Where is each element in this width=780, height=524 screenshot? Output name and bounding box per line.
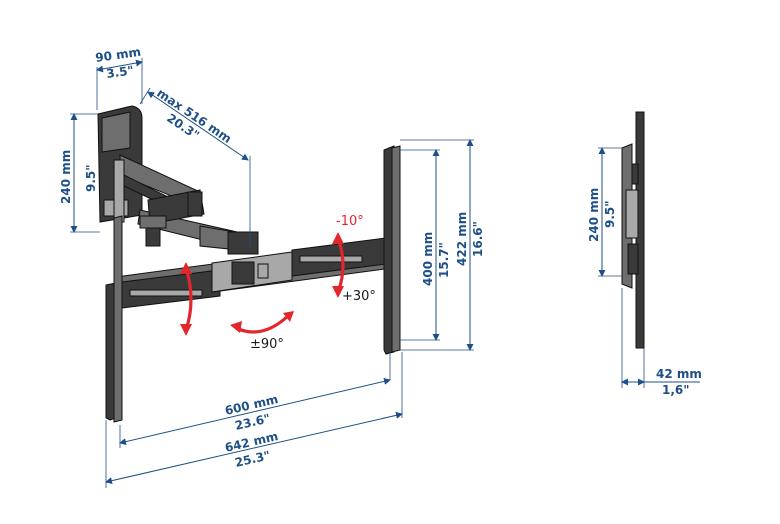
dim-side-height-mm: 240 mm bbox=[587, 188, 601, 242]
dim-side-depth-mm: 42 mm bbox=[656, 367, 702, 381]
dim-vesa-height bbox=[400, 149, 440, 341]
tilt-down-label: +30° bbox=[342, 289, 376, 304]
dim-wall-plate-width-in: 3.5" bbox=[105, 63, 134, 81]
dim-overall-height-in: 16.6" bbox=[471, 221, 485, 257]
dim-overall-height-mm: 422 mm bbox=[455, 212, 469, 266]
dim-wall-plate-height-in: 9.5" bbox=[84, 164, 98, 192]
tilt-up-label: -10° bbox=[336, 214, 364, 229]
dim-overall-height bbox=[400, 139, 474, 351]
dim-side-depth-in: 1,6" bbox=[662, 383, 690, 397]
rotation-arrow bbox=[235, 314, 290, 334]
dim-wall-plate-width-mm: 90 mm bbox=[94, 45, 141, 65]
mount-side-view bbox=[621, 111, 645, 349]
dim-side-height-in: 9.5" bbox=[603, 200, 617, 228]
dim-vesa-height-mm: 400 mm bbox=[421, 232, 435, 286]
dim-overall-width bbox=[105, 352, 403, 488]
dim-wall-plate-height bbox=[70, 113, 100, 233]
tilt-rotation-arrows bbox=[180, 232, 345, 336]
dim-side-depth bbox=[621, 288, 700, 388]
dim-arm-extension bbox=[139, 87, 251, 248]
mount-front-view bbox=[97, 105, 401, 423]
dim-overall-width-mm: 642 mm bbox=[224, 429, 280, 455]
dim-vesa-width-mm: 600 mm bbox=[224, 392, 280, 418]
rotation-label: ±90° bbox=[250, 337, 284, 352]
dim-wall-plate-height-mm: 240 mm bbox=[59, 150, 73, 204]
dim-vesa-height-in: 15.7" bbox=[437, 242, 451, 278]
dim-wall-plate-width bbox=[96, 58, 143, 110]
dim-side-height bbox=[598, 147, 622, 277]
